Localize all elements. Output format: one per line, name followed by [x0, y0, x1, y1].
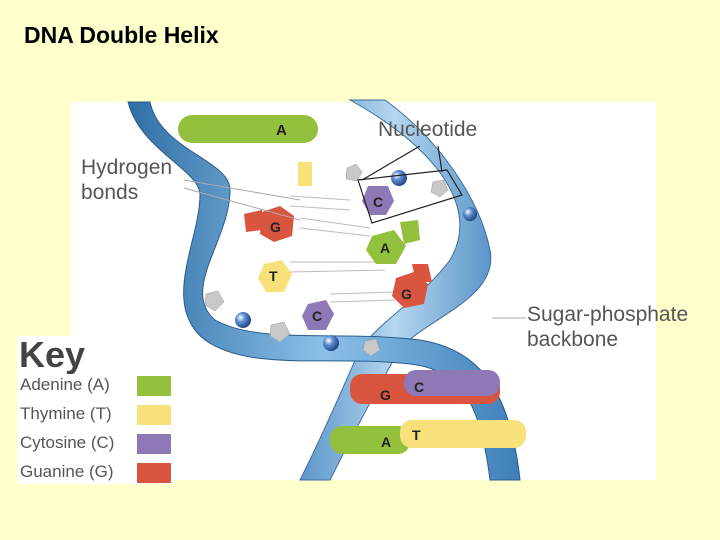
base-label: T — [412, 427, 421, 443]
callout-leader-lines — [183, 179, 526, 319]
base-label: A — [276, 122, 287, 139]
key-label: Thymine (T) — [20, 404, 112, 423]
base-pair-at: A T — [330, 420, 526, 454]
nucleotide-label: Nucleotide — [378, 118, 478, 141]
key-item-thymine: Thymine (T) — [20, 403, 174, 427]
key-item-cytosine: Cytosine (C) — [20, 432, 174, 456]
base-label: C — [312, 308, 322, 324]
base-label: A — [380, 240, 390, 256]
hydrogen-label-line2: bonds — [81, 181, 139, 204]
hydrogen-bond-lines — [289, 195, 396, 303]
key-legend: Adenine (A) Thymine (T) Cytosine (C) Gua… — [17, 374, 174, 484]
slide-title: DNA Double Helix — [24, 22, 219, 48]
base-label: G — [401, 286, 412, 302]
key-title: Key — [17, 336, 90, 374]
base-pair-t0 — [298, 162, 312, 186]
back-strand — [299, 99, 492, 481]
hydrogen-bonds-label: Hydrogen bonds — [81, 155, 172, 205]
base-pair-gc: G C — [350, 370, 500, 404]
base-pair-g2: G — [392, 264, 432, 308]
base-label: C — [414, 379, 424, 395]
key-label: Guanine (G) — [20, 462, 114, 481]
base-pair-g1: G — [244, 206, 294, 242]
base-label: C — [373, 194, 383, 210]
base-label: G — [270, 219, 281, 235]
backbone-label-line2: backbone — [527, 328, 619, 351]
key-label: Cytosine (C) — [20, 433, 115, 452]
base-label: T — [269, 268, 278, 284]
nucleotide-outline — [357, 145, 463, 224]
backbone-label: Sugar-phosphate backbone — [527, 302, 688, 352]
key-label: Adenine (A) — [20, 375, 110, 394]
base-pair-t1: T — [258, 260, 292, 292]
base-pair-c1: C — [362, 186, 394, 215]
base-pair-c2: C — [302, 300, 334, 330]
base-pair-a2: A — [366, 220, 420, 264]
base-label: G — [380, 387, 391, 403]
hydrogen-label-line1: Hydrogen — [81, 156, 173, 179]
front-strand — [127, 101, 521, 481]
key-item-guanine: Guanine (G) — [20, 461, 174, 485]
key-swatch-cytosine — [137, 434, 171, 454]
base-pair-a1: A — [178, 115, 318, 143]
key-swatch-guanine — [137, 463, 171, 483]
backbone-label-line1: Sugar-phosphate — [527, 303, 689, 326]
key-item-adenine: Adenine (A) — [20, 374, 174, 398]
key-swatch-adenine — [137, 376, 171, 396]
sugar-pentagons — [204, 163, 449, 357]
phosphate-spheres — [235, 170, 477, 351]
key-swatch-thymine — [137, 405, 171, 425]
base-label: A — [381, 434, 391, 450]
